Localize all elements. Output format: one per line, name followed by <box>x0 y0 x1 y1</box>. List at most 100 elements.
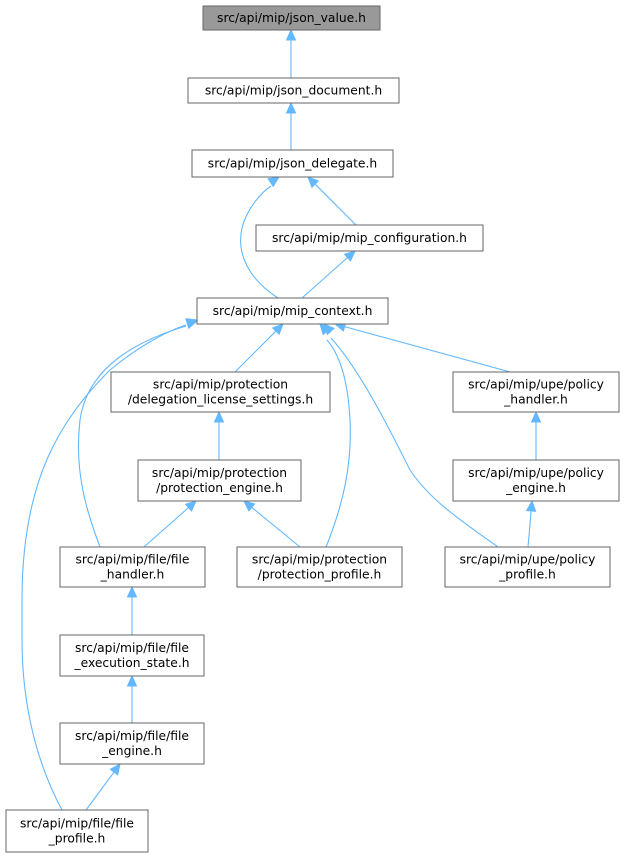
node-label: src/api/mip/file/file <box>75 729 189 743</box>
node-file-engine[interactable]: src/api/mip/file/file_engine.h <box>59 722 205 765</box>
edge-json_document-to-json_value <box>285 28 297 78</box>
node-box <box>444 546 611 588</box>
node-label: src/api/mip/json_delegate.h <box>208 157 377 171</box>
node-label: src/api/mip/upe/policy <box>468 466 604 480</box>
node-label: src/api/mip/file/file <box>76 553 190 567</box>
edge-file_handler-to-mip_context <box>77 319 199 548</box>
node-label: _profile.h <box>48 832 106 846</box>
node-box <box>59 722 205 765</box>
node-box <box>59 634 205 677</box>
node-box <box>137 459 302 502</box>
node-label: _handler.h <box>503 393 568 407</box>
edge-line <box>143 507 189 548</box>
edge-line <box>251 506 301 548</box>
node-label: _engine.h <box>505 481 566 495</box>
edge-line <box>325 339 351 548</box>
arrowhead-icon <box>243 500 256 512</box>
node-file-execution-state[interactable]: src/api/mip/file/file_execution_state.h <box>59 634 205 677</box>
node-policy-engine[interactable]: src/api/mip/upe/policy_engine.h <box>452 459 620 502</box>
node-box <box>196 297 389 325</box>
arrowhead-icon <box>109 763 121 776</box>
arrowhead-icon <box>126 674 138 687</box>
node-json-delegate[interactable]: src/api/mip/json_delegate.h <box>191 149 394 178</box>
node-box <box>110 371 331 413</box>
node-mip-context[interactable]: src/api/mip/mip_context.h <box>196 297 389 325</box>
node-label: src/api/mip/upe/policy <box>468 378 604 392</box>
node-box <box>236 546 403 588</box>
arrowhead-icon <box>525 499 537 512</box>
arrowhead-icon <box>343 250 356 262</box>
edge-file_profile-to-mip_context <box>21 318 199 811</box>
arrowhead-icon <box>530 410 542 423</box>
node-json-document[interactable]: src/api/mip/json_document.h <box>187 77 400 104</box>
node-label: src/api/mip/protection <box>252 553 387 567</box>
edge-mip_context-to-json_delegate <box>240 176 281 299</box>
edge-line <box>301 257 348 299</box>
node-box <box>452 371 620 413</box>
edge-line <box>21 324 187 811</box>
node-box <box>255 224 484 252</box>
arrowhead-icon <box>307 176 320 189</box>
arrowhead-icon <box>184 500 197 512</box>
edge-json_delegate-to-json_document <box>285 101 297 150</box>
node-label: src/api/mip/file/file <box>75 641 189 655</box>
node-label: /protection_engine.h <box>156 481 283 495</box>
edge-policy_profile-to-policy_engine <box>525 499 537 548</box>
node-label: /delegation_license_settings.h <box>128 393 313 407</box>
edge-line <box>330 337 499 548</box>
arrowhead-icon <box>285 101 297 114</box>
node-box <box>452 459 620 502</box>
node-label: _profile.h <box>498 568 556 582</box>
nodes-layer: src/api/mip/json_value.h src/api/mip/json… <box>5 5 620 853</box>
edge-line <box>344 326 511 373</box>
node-label: src/api/mip/protection <box>153 378 288 392</box>
edge-line <box>527 510 532 548</box>
edge-line <box>77 325 187 548</box>
node-file-profile[interactable]: src/api/mip/file/file_profile.h <box>5 809 149 853</box>
edge-line <box>234 330 277 373</box>
node-box <box>202 5 381 31</box>
edge-line <box>85 771 115 811</box>
edge-protection_profile-to-mip_context <box>319 323 351 548</box>
node-json-value[interactable]: src/api/mip/json_value.h <box>202 5 381 31</box>
edge-policy_handler-to-mip_context <box>333 321 511 373</box>
node-label: _handler.h <box>100 568 165 582</box>
edge-mip_configuration-to-json_delegate <box>307 176 357 226</box>
node-label: src/api/mip/protection <box>152 466 287 480</box>
node-label: src/api/mip/mip_context.h <box>213 304 373 318</box>
node-label: /protection_profile.h <box>258 568 382 582</box>
arrowhead-icon <box>267 176 281 188</box>
edge-file_profile-to-file_engine <box>85 763 121 811</box>
edge-file_engine-to-file_execution_state <box>126 674 138 723</box>
edges-layer <box>21 28 542 811</box>
arrowhead-icon <box>126 585 138 598</box>
arrowhead-icon <box>323 323 335 336</box>
node-box <box>187 77 400 104</box>
node-box <box>5 809 149 853</box>
node-label: src/api/mip/file/file <box>20 817 134 831</box>
node-mip-configuration[interactable]: src/api/mip/mip_configuration.h <box>255 224 484 252</box>
node-delegation-license-settings[interactable]: src/api/mip/protection/delegation_licens… <box>110 371 331 413</box>
node-policy-handler[interactable]: src/api/mip/upe/policy_handler.h <box>452 371 620 413</box>
node-label: src/api/mip/json_value.h <box>217 11 366 25</box>
edge-mip_context-to-mip_configuration <box>301 250 356 299</box>
node-protection-engine[interactable]: src/api/mip/protection/protection_engine… <box>137 459 302 502</box>
edge-line <box>314 183 357 226</box>
node-label: _engine.h <box>101 744 162 758</box>
arrowhead-icon <box>271 323 284 336</box>
node-box <box>191 149 394 178</box>
edge-policy_engine-to-policy_handler <box>530 410 542 460</box>
node-policy-profile[interactable]: src/api/mip/upe/policy_profile.h <box>444 546 611 588</box>
edge-protection_profile-to-protection_engine <box>243 500 301 548</box>
node-label: src/api/mip/upe/policy <box>460 553 596 567</box>
edge-file_handler-to-protection_engine <box>143 500 197 548</box>
node-protection-profile[interactable]: src/api/mip/protection/protection_profil… <box>236 546 403 588</box>
arrowhead-icon <box>285 28 297 41</box>
edge-file_execution_state-to-file_handler <box>126 585 138 635</box>
node-file-handler[interactable]: src/api/mip/file/file_handler.h <box>59 546 206 588</box>
arrowhead-icon <box>185 318 199 329</box>
edge-policy_profile-to-mip_context <box>323 323 499 548</box>
edge-line <box>240 185 279 299</box>
node-label: src/api/mip/mip_configuration.h <box>272 231 467 245</box>
